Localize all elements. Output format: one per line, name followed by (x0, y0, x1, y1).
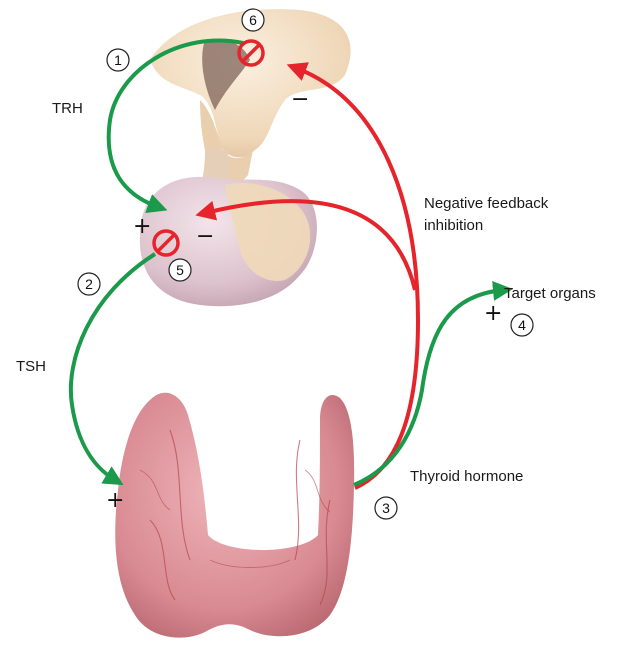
thyroid-gland (115, 393, 354, 638)
thyroid-plus-sign: + (106, 488, 124, 513)
svg-text:2: 2 (85, 276, 93, 292)
pituitary-gland (140, 150, 317, 306)
svg-text:5: 5 (176, 262, 184, 278)
negative-feedback-label-line2: inhibition (424, 217, 483, 234)
svg-text:1: 1 (114, 52, 122, 68)
trh-label: TRH (52, 100, 83, 117)
step-marker-3: 3 (375, 497, 397, 519)
target-organs-label: Target organs (504, 285, 596, 302)
target-organs-arrow (354, 290, 503, 485)
svg-text:3: 3 (382, 500, 390, 516)
hypothalamus (150, 9, 351, 185)
target-plus-sign: + (484, 301, 502, 326)
step-marker-2: 2 (78, 273, 100, 295)
hypothalamus-minus-sign: − (291, 87, 309, 112)
step-marker-1: 1 (107, 49, 129, 71)
step-marker-6: 6 (242, 9, 264, 31)
step-marker-4: 4 (511, 314, 533, 336)
negative-feedback-label-line1: Negative feedback (424, 195, 549, 212)
feedback-arrow-to-hypothalamus (296, 68, 418, 488)
step-marker-5: 5 (169, 259, 191, 281)
svg-text:4: 4 (518, 317, 526, 333)
tsh-label: TSH (16, 358, 46, 375)
pituitary-minus-sign: − (196, 224, 214, 249)
svg-text:6: 6 (249, 12, 257, 28)
thyroid-hormone-label: Thyroid hormone (410, 468, 523, 485)
trh-plus-sign: + (133, 214, 151, 239)
